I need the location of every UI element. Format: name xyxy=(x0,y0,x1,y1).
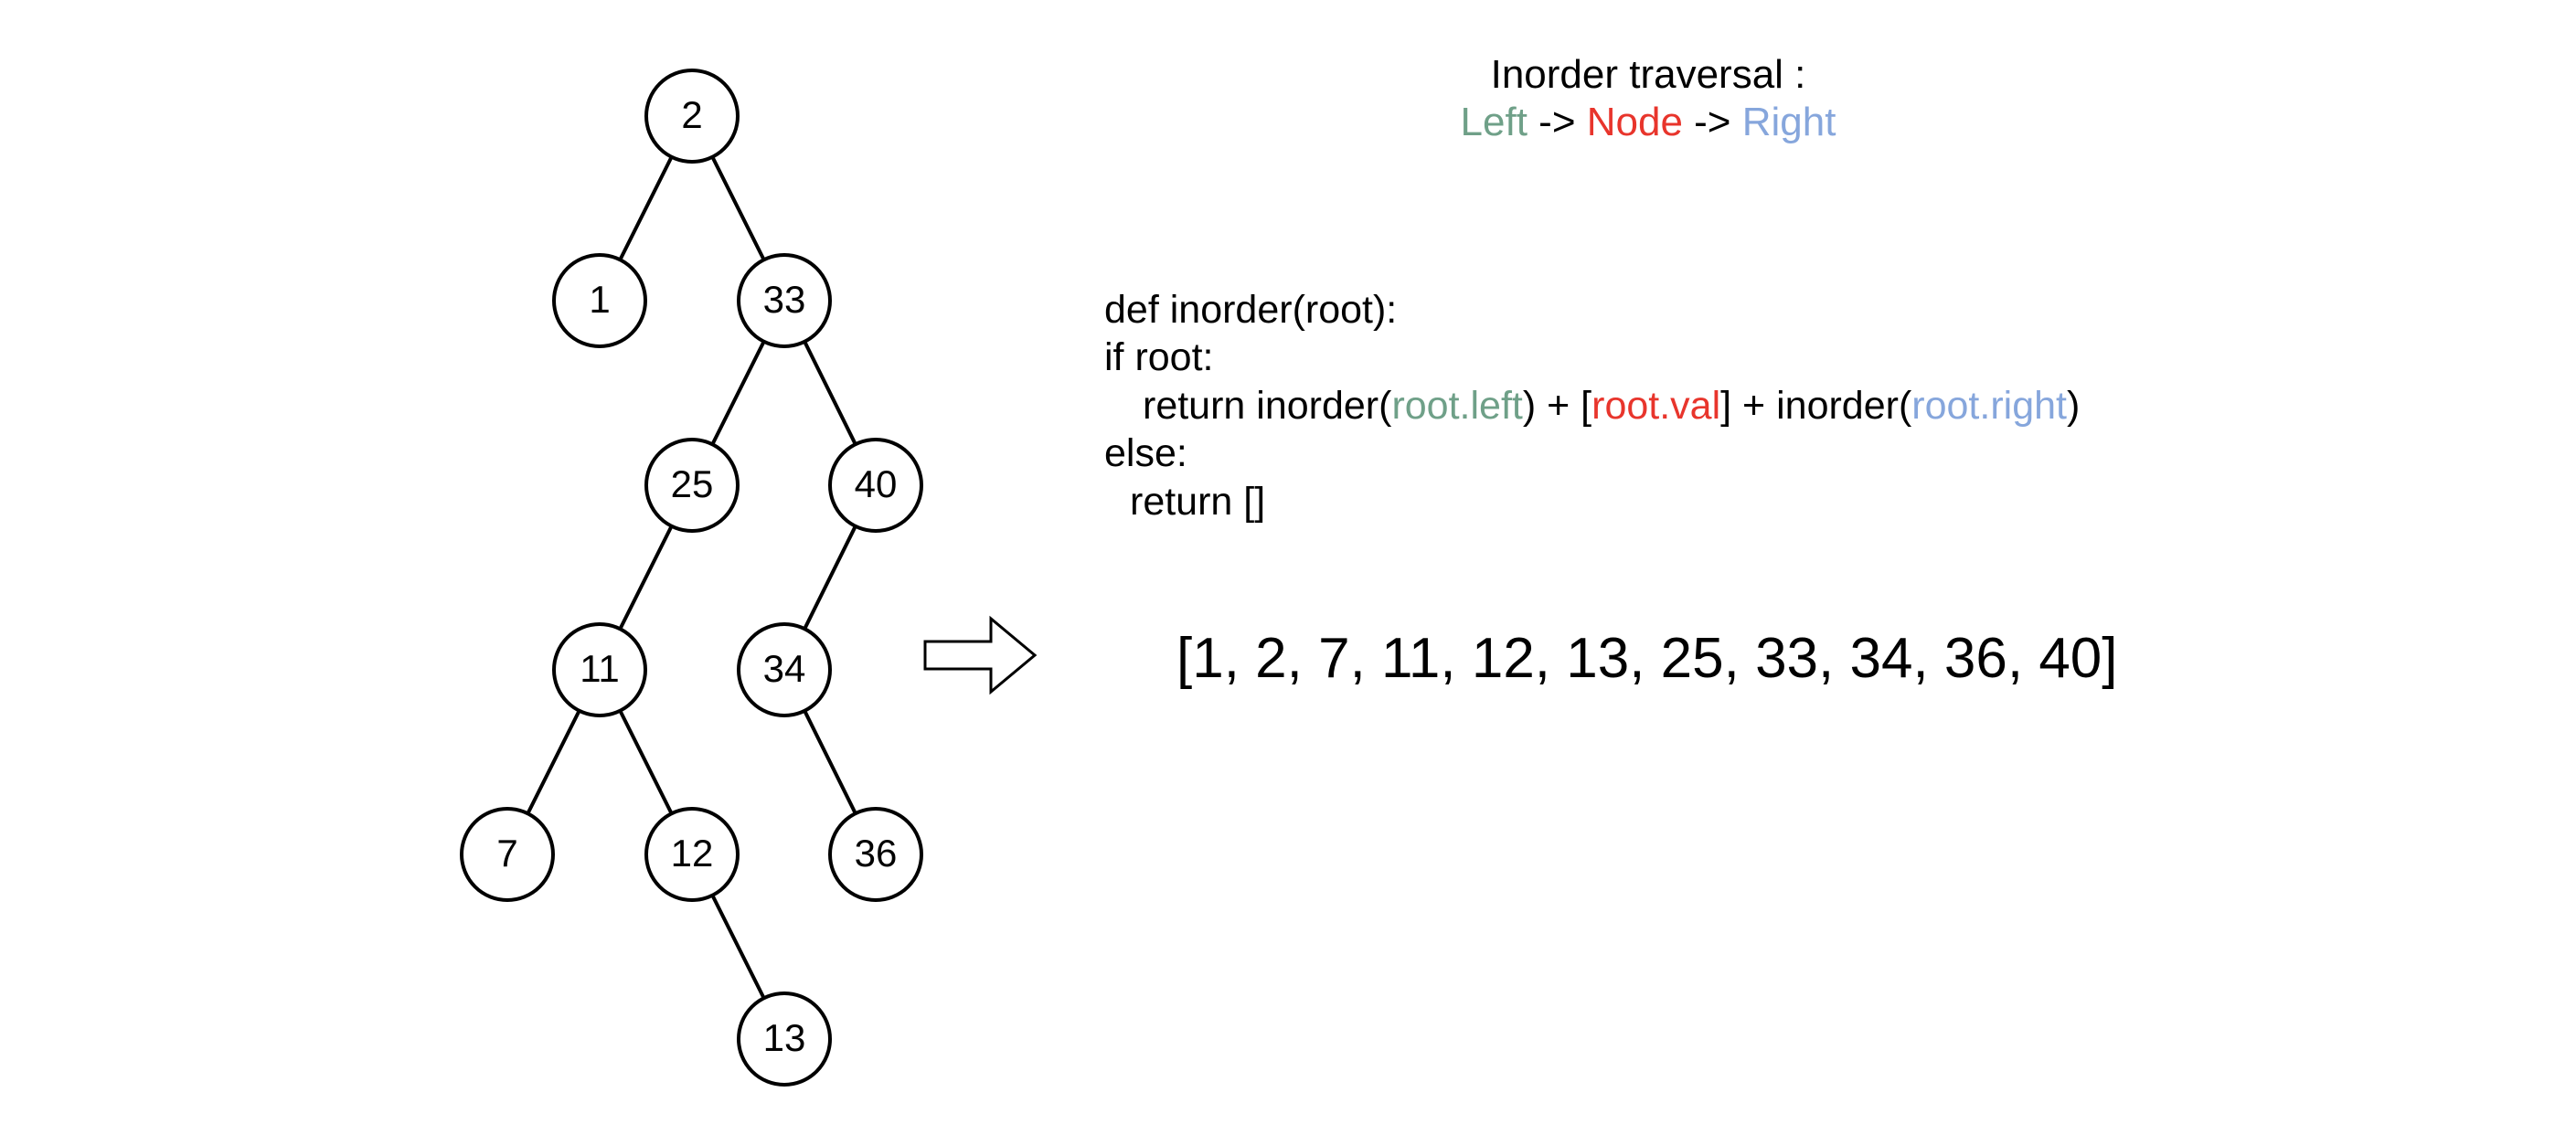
order-sep-2: -> xyxy=(1682,100,1742,144)
tree-edge-n2-n33 xyxy=(710,154,766,262)
tree-node-circle xyxy=(644,807,740,902)
tree-node-circle xyxy=(828,807,923,902)
tree-node-12: 12 xyxy=(644,807,740,902)
tree-node-circle xyxy=(737,991,832,1087)
order-left: Left xyxy=(1460,100,1528,144)
tree-edge-n33-n25 xyxy=(710,339,766,447)
tree-node-25: 25 xyxy=(644,438,740,533)
order-sep-1: -> xyxy=(1527,100,1587,144)
tree-node-circle xyxy=(644,69,740,164)
code-line-2: if root: xyxy=(1104,335,1214,379)
tree-node-circle xyxy=(552,622,647,717)
tree-node-label: 2 xyxy=(681,93,702,136)
order-right: Right xyxy=(1741,100,1836,144)
tree-edge-n2-n1 xyxy=(618,154,674,262)
tree-node-label: 36 xyxy=(855,832,898,875)
tree-node-label: 25 xyxy=(671,462,714,505)
tree-node-36: 36 xyxy=(828,807,923,902)
tree-node-33: 33 xyxy=(737,253,832,348)
tree-edge-n25-n11 xyxy=(618,524,674,631)
right-arrow-icon xyxy=(923,615,1038,695)
tree-node-label: 12 xyxy=(671,832,714,875)
order-node: Node xyxy=(1586,100,1683,144)
tree-node-34: 34 xyxy=(737,622,832,717)
tree-edge-n11-n7 xyxy=(526,708,581,816)
tree-node-label: 13 xyxy=(763,1016,806,1059)
tree-node-circle xyxy=(644,438,740,533)
tree-node-circle xyxy=(737,253,832,348)
code-line-5: return [] xyxy=(1130,480,1266,524)
traversal-result: [1, 2, 7, 11, 12, 13, 25, 33, 34, 36, 40… xyxy=(1176,627,2118,690)
code-line-1: def inorder(root): xyxy=(1104,288,1398,332)
tree-edge-n40-n34 xyxy=(803,524,857,631)
code-concat-open: ) + [ xyxy=(1522,384,1592,428)
code-root-right: root.right xyxy=(1911,384,2067,428)
code-root-left: root.left xyxy=(1391,384,1523,428)
tree-node-label: 34 xyxy=(763,647,806,690)
tree-node-13: 13 xyxy=(737,991,832,1087)
tree-node-label: 40 xyxy=(855,462,898,505)
tree-node-label: 1 xyxy=(589,278,610,321)
tree-node-circle xyxy=(552,253,647,348)
code-concat-close: ] + inorder( xyxy=(1720,384,1912,428)
tree-node-circle xyxy=(828,438,923,533)
tree-nodes: 2 1 33 25 40 11 34 7 12 36 13 xyxy=(460,69,923,1087)
tree-edge-n11-n12 xyxy=(618,708,674,816)
code-line-3: return inorder(root.left) + [root.val] +… xyxy=(1104,387,2080,426)
tree-node-40: 40 xyxy=(828,438,923,533)
tree-node-circle xyxy=(460,807,555,902)
tree-node-circle xyxy=(737,622,832,717)
tree-edge-n12-n13 xyxy=(710,893,766,1001)
tree-edge-n33-n40 xyxy=(803,339,857,447)
tree-node-label: 33 xyxy=(763,278,806,321)
tree-edges xyxy=(526,154,857,1001)
tree-node-7: 7 xyxy=(460,807,555,902)
tree-edge-n34-n36 xyxy=(803,708,857,816)
tree-node-11: 11 xyxy=(552,622,647,717)
tree-node-label: 11 xyxy=(580,647,620,690)
code-return-call: return inorder( xyxy=(1143,384,1392,428)
heading-title: Inorder traversal : xyxy=(1490,52,1806,97)
tree-node-label: 7 xyxy=(496,832,517,875)
tree-node-2: 2 xyxy=(644,69,740,164)
tree-node-1: 1 xyxy=(552,253,647,348)
code-paren-close: ) xyxy=(2066,384,2081,428)
code-root-val: root.val xyxy=(1591,384,1721,428)
code-line-4: else: xyxy=(1104,431,1187,475)
traversal-order: Left -> Node -> Right xyxy=(1461,102,1836,143)
